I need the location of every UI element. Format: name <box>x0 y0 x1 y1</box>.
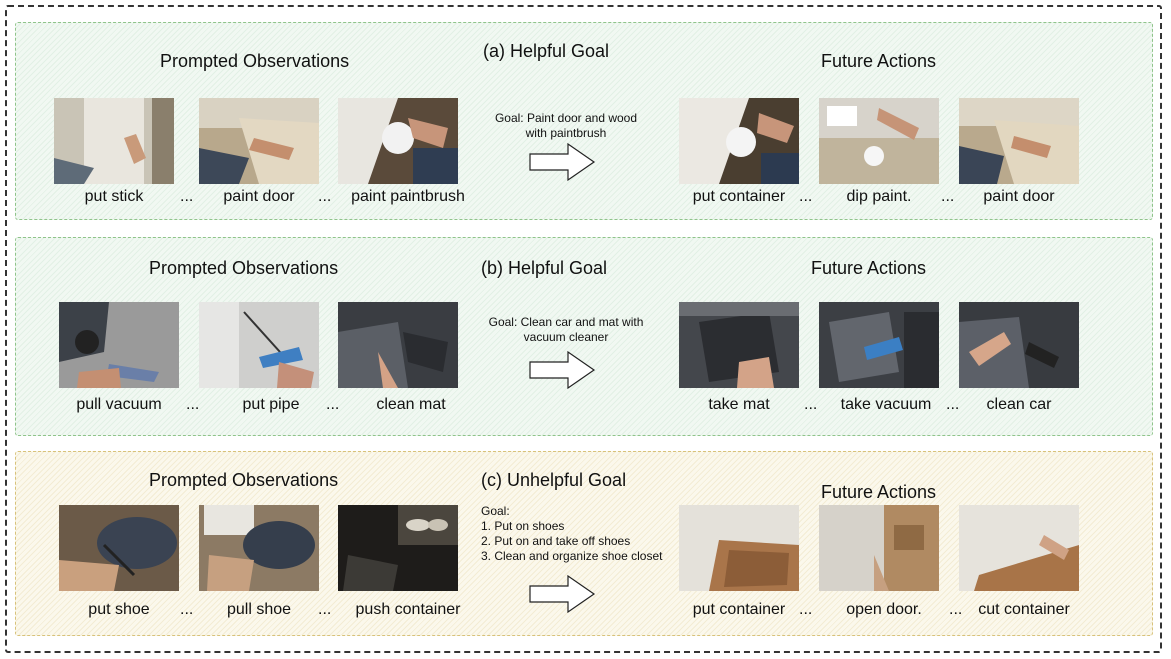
panel-b-obs-caption-3: clean mat <box>376 396 446 413</box>
panel-a-obs-frame-3 <box>338 98 458 184</box>
panel-a-obs-heading: Prompted Observations <box>160 51 350 71</box>
panel-a-obs-frame-1 <box>54 98 174 184</box>
panel-a-obs-ellipsis-1: ... <box>180 188 194 205</box>
panel-b-future-frame-3 <box>959 302 1079 388</box>
panel-c-obs-heading: Prompted Observations <box>149 470 339 490</box>
panel-a-obs-caption-1: put stick <box>84 188 144 205</box>
panel-c-obs-ellipsis-1: ... <box>180 601 194 618</box>
panel-b-goal-text: Goal: Clean car and mat with vacuum clea… <box>481 315 651 345</box>
panel-c-obs-caption-2: pull shoe <box>226 601 292 618</box>
panel-a-future-ellipsis-1: ... <box>799 188 813 205</box>
panel-b-obs-frame-1 <box>59 302 179 388</box>
panel-c-obs-frame-1 <box>59 505 179 591</box>
panel-c-obs-caption-1: put shoe <box>88 601 150 618</box>
panel-b-goal-title: (b) Helpful Goal <box>481 258 608 278</box>
panel-c-future-heading: Future Actions <box>821 482 937 502</box>
panel-a-helpful: Prompted Observations (a) Helpful Goal F… <box>15 22 1153 220</box>
panel-b-helpful: Prompted Observations (b) Helpful Goal F… <box>15 237 1153 436</box>
panel-c-goal-title: (c) Unhelpful Goal <box>481 470 627 490</box>
panel-b-obs-heading: Prompted Observations <box>149 258 339 278</box>
panel-a-future-ellipsis-2: ... <box>941 188 955 205</box>
panel-a-future-frame-3 <box>959 98 1079 184</box>
panel-b-right-arrow-icon <box>529 350 596 390</box>
panel-a-future-caption-2: dip paint. <box>846 188 912 205</box>
panel-c-obs-frame-3 <box>338 505 458 591</box>
panel-c-obs-caption-3: push container <box>355 601 461 618</box>
panel-c-goal-text: Goal: 1. Put on shoes 2. Put on and take… <box>481 504 681 564</box>
panel-a-obs-ellipsis-2: ... <box>318 188 332 205</box>
panel-b-obs-caption-2: put pipe <box>242 396 300 413</box>
panel-c-future-frame-1 <box>679 505 799 591</box>
panel-a-obs-caption-2: paint door <box>223 188 295 205</box>
panel-b-obs-frame-2 <box>199 302 319 388</box>
panel-c-right-arrow-icon <box>529 574 596 614</box>
panel-c-obs-ellipsis-2: ... <box>318 601 332 618</box>
panel-a-future-frame-2 <box>819 98 939 184</box>
panel-b-future-frame-1 <box>679 302 799 388</box>
goal-line: Goal: <box>481 504 510 518</box>
panel-a-future-frame-1 <box>679 98 799 184</box>
panel-a-future-heading: Future Actions <box>821 51 937 71</box>
panel-c-future-caption-3: cut container <box>978 601 1070 618</box>
panel-c-unhelpful: Prompted Observations (c) Unhelpful Goal… <box>15 451 1153 636</box>
panel-a-future-caption-3: paint door <box>983 188 1055 205</box>
panel-c-future-ellipsis-2: ... <box>949 601 963 618</box>
panel-a-goal-text: Goal: Paint door and wood with paintbrus… <box>481 111 651 141</box>
panel-c-future-caption-2: open door. <box>846 601 922 618</box>
panel-c-future-frame-3 <box>959 505 1079 591</box>
panel-c-future-frame-2 <box>819 505 939 591</box>
panel-a-future-caption-1: put container <box>692 188 786 205</box>
panel-a-right-arrow-icon <box>529 142 596 182</box>
figure-frame <box>5 5 1162 653</box>
goal-line: 3. Clean and organize shoe closet <box>481 549 663 563</box>
panel-c-obs-frame-2 <box>199 505 319 591</box>
panel-b-future-caption-3: clean car <box>986 396 1052 413</box>
panel-a-obs-caption-3: paint paintbrush <box>351 188 465 205</box>
panel-b-future-caption-1: take mat <box>708 396 770 413</box>
panel-b-future-heading: Future Actions <box>811 258 927 278</box>
goal-line: Goal: Clean car and mat with <box>488 315 644 329</box>
panel-b-obs-frame-3 <box>338 302 458 388</box>
goal-line: Goal: Paint door and wood <box>494 111 638 125</box>
panel-c-future-caption-1: put container <box>692 601 786 618</box>
goal-line: 1. Put on shoes <box>481 519 565 533</box>
panel-b-future-caption-2: take vacuum <box>840 396 932 413</box>
panel-c-future-ellipsis-1: ... <box>799 601 813 618</box>
goal-line: 2. Put on and take off shoes <box>481 534 631 548</box>
panel-b-obs-ellipsis-1: ... <box>186 396 200 413</box>
panel-a-goal-title: (a) Helpful Goal <box>483 41 610 61</box>
panel-a-obs-frame-2 <box>199 98 319 184</box>
goal-line: vacuum cleaner <box>523 330 609 344</box>
panel-b-future-frame-2 <box>819 302 939 388</box>
panel-b-obs-ellipsis-2: ... <box>326 396 340 413</box>
goal-line: with paintbrush <box>525 126 607 140</box>
panel-b-obs-caption-1: pull vacuum <box>76 396 162 413</box>
panel-b-future-ellipsis-2: ... <box>946 396 960 413</box>
panel-b-future-ellipsis-1: ... <box>804 396 818 413</box>
